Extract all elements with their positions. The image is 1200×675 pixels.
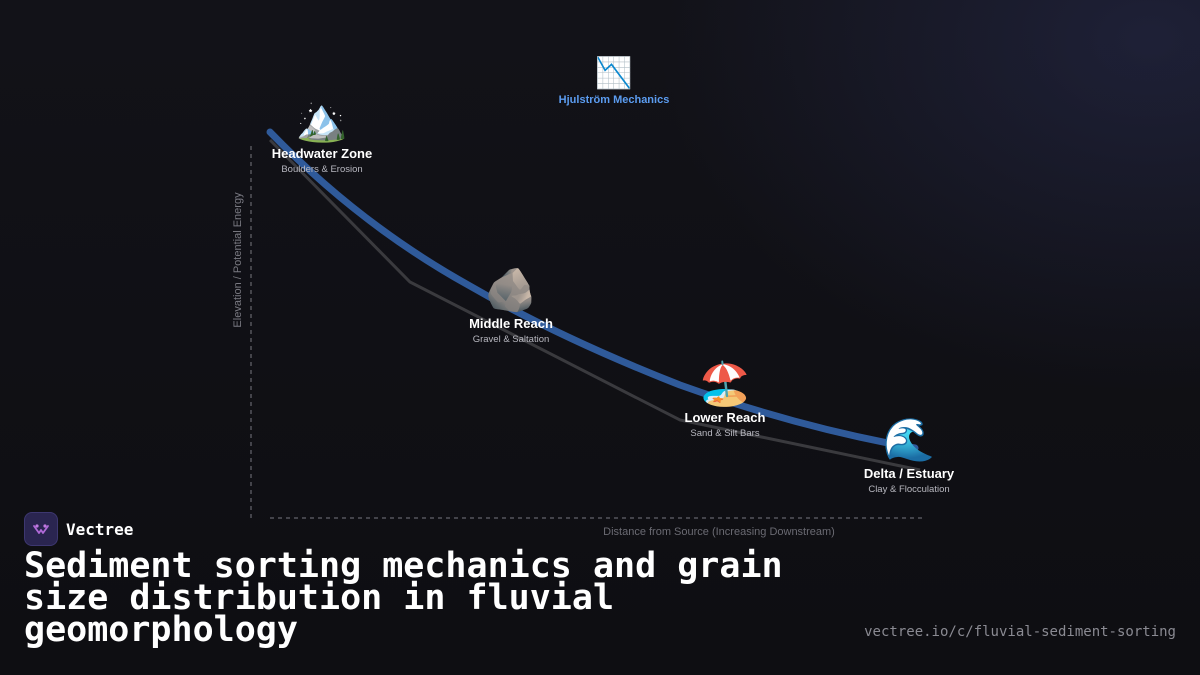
stage-subtitle: Clay & Flocculation	[868, 484, 950, 495]
stage-title: Lower Reach	[684, 410, 766, 425]
stage-title: Delta / Estuary	[863, 466, 955, 481]
chart-decreasing-icon: 📉	[595, 57, 633, 90]
stage-title: Headwater Zone	[271, 146, 373, 161]
stage-subtitle: Boulders & Erosion	[281, 164, 363, 175]
beach-umbrella-icon: 🏖️	[698, 360, 752, 407]
stage-headwater-zone: 🏔️ Headwater Zone Boulders & Erosion	[272, 96, 372, 175]
stage-delta-estuary: 🌊 Delta / Estuary Clay & Flocculation	[864, 416, 954, 495]
vectree-logo-icon	[24, 512, 58, 546]
stage-middle-reach: 🪨 Middle Reach Gravel & Saltation	[469, 266, 553, 345]
rock-icon: 🪨	[484, 266, 538, 313]
mechanics-label: Hjulström Mechanics	[558, 94, 670, 106]
longitudinal-profile-line	[268, 138, 921, 472]
x-axis-label: Distance from Source (Increasing Downstr…	[603, 526, 835, 538]
energy-curve	[266, 128, 919, 452]
stage-lower-reach: 🏖️ Lower Reach Sand & Silt Bars	[685, 360, 766, 439]
y-axis-label: Elevation / Potential Energy	[232, 192, 244, 328]
stage-subtitle: Sand & Silt Bars	[690, 428, 760, 439]
brand-name: Vectree	[66, 519, 134, 539]
mountain-icon: 🏔️	[295, 96, 349, 143]
page-title: Sediment sorting mechanics and grain siz…	[24, 546, 783, 650]
source-url: vectree.io/c/fluvial-sediment-sorting	[864, 624, 1176, 640]
hjulstrom-mechanics-node: 📉 Hjulström Mechanics	[559, 56, 670, 106]
stage-subtitle: Gravel & Saltation	[472, 334, 550, 345]
brand: Vectree	[24, 512, 133, 546]
stage-title: Middle Reach	[469, 316, 553, 331]
water-wave-icon: 🌊	[882, 416, 936, 463]
